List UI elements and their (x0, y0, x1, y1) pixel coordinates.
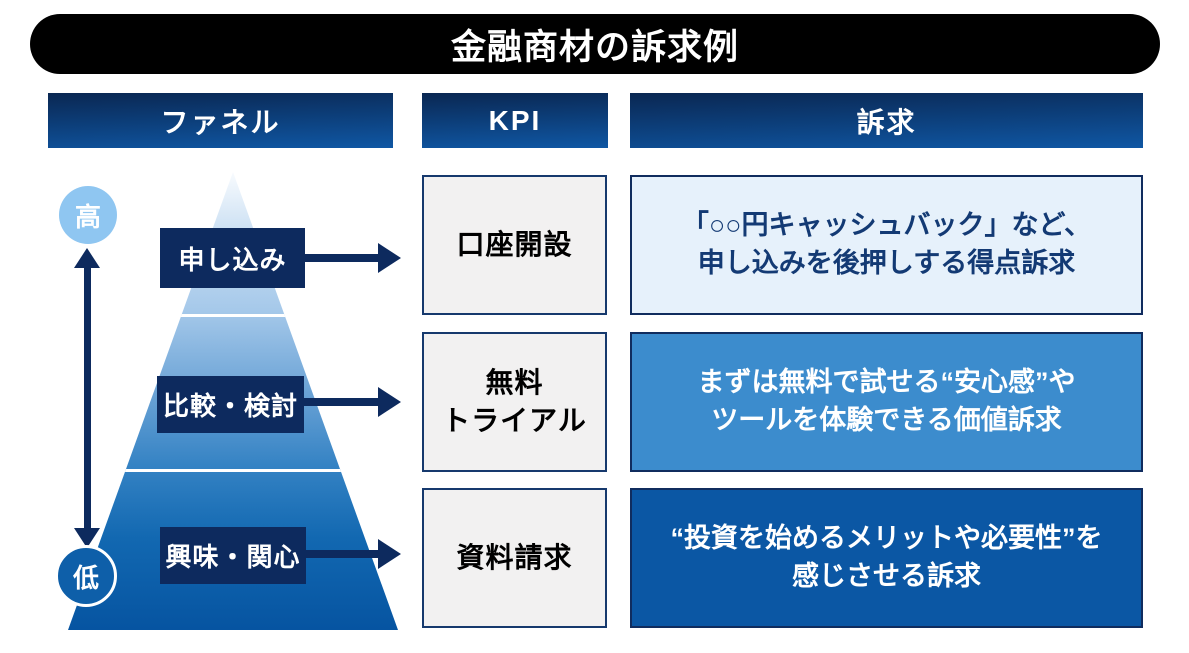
right-arrow-shaft (300, 550, 378, 558)
right-arrow-shaft (300, 254, 378, 262)
funnel-stage-application: 申し込み (160, 228, 305, 288)
high-intent-badge: 高 (59, 186, 117, 244)
vertical-axis-arrow-shaft (84, 266, 91, 530)
funnel-stage-interest: 興味・関心 (160, 527, 306, 584)
kpi-box-document-request: 資料請求 (422, 488, 607, 628)
appeal-box-cashback: 「○○円キャッシュバック」など、 申し込みを後押しする得点訴求 (630, 175, 1143, 315)
appeal-box-necessity: “投資を始めるメリットや必要性”を 感じさせる訴求 (630, 488, 1143, 628)
funnel-divider-line (68, 314, 398, 317)
funnel-divider-line (68, 469, 398, 472)
appeal-box-reassurance: まずは無料で試せる“安心感”や ツールを体験できる価値訴求 (630, 332, 1143, 472)
column-header-appeal: 訴求 (630, 93, 1143, 148)
column-header-kpi: KPI (422, 93, 608, 148)
right-arrow-icon (378, 387, 401, 417)
right-arrow-icon (378, 243, 401, 273)
vertical-axis-arrow-down-icon (74, 528, 100, 548)
low-intent-badge: 低 (55, 545, 117, 607)
funnel-stage-comparison: 比較・検討 (157, 376, 304, 433)
column-header-funnel: ファネル (48, 93, 393, 148)
page-title: 金融商材の訴求例 (30, 14, 1160, 74)
right-arrow-shaft (300, 398, 378, 406)
right-arrow-icon (378, 539, 401, 569)
kpi-box-free-trial: 無料 トライアル (422, 332, 607, 472)
kpi-box-account-opening: 口座開設 (422, 175, 607, 315)
vertical-axis-arrow-up-icon (74, 248, 100, 268)
